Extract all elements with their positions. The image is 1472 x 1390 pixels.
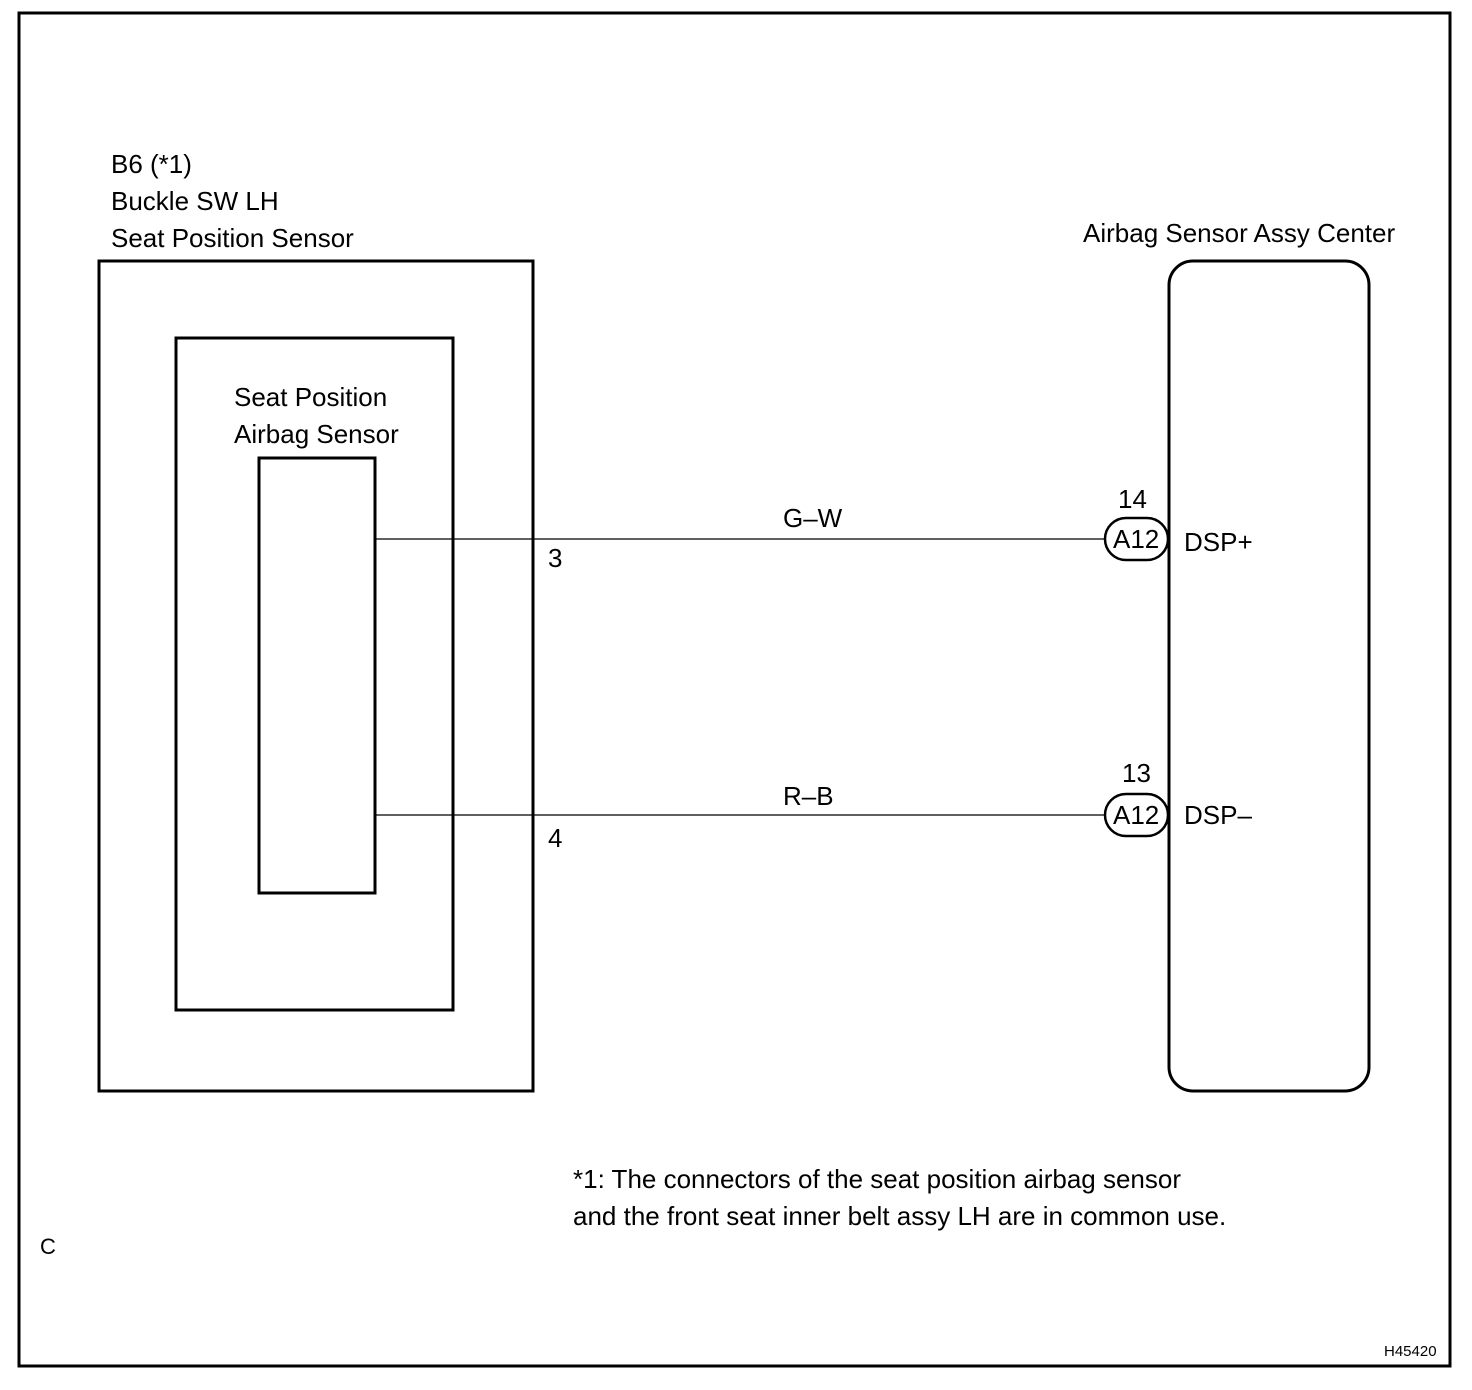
airbag-sensor-assy-center-box [1167, 259, 1371, 1093]
corner-letter: C [40, 1234, 56, 1259]
wire-1-terminal: DSP+ [1184, 527, 1253, 557]
seat-position-sensor-box [174, 336, 455, 1012]
wire-2-left-pin: 4 [548, 823, 562, 853]
inner-label-line1: Seat Position [234, 382, 387, 412]
wire-2-terminal: DSP– [1184, 800, 1252, 830]
diagram-frame [17, 11, 1452, 1368]
left-connector-ref: B6 (*1) [111, 149, 192, 179]
wire-1-connector-outline [1103, 516, 1170, 562]
wire-1: G–W 3 14 A12 DSP+ [375, 484, 1253, 573]
right-component-name: Airbag Sensor Assy Center [1083, 218, 1395, 248]
left-component-name-line1: Buckle SW LH [111, 186, 279, 216]
wire-2-connector-label: A12 [1113, 800, 1159, 830]
wire-1-right-pin: 14 [1118, 484, 1147, 514]
wire-2-right-pin: 13 [1122, 758, 1151, 788]
wire-1-left-pin: 3 [548, 543, 562, 573]
footnote-line1: *1: The connectors of the seat position … [573, 1164, 1181, 1194]
airbag-sensor-element [257, 456, 377, 895]
inner-label-line2: Airbag Sensor [234, 419, 399, 449]
wire-2-color: R–B [783, 781, 834, 811]
wire-1-connector-label: A12 [1113, 524, 1159, 554]
wire-1-color: G–W [783, 503, 843, 533]
footnote-line2: and the front seat inner belt assy LH ar… [573, 1201, 1226, 1231]
wire-2-connector-outline [1103, 792, 1170, 838]
figure-code: H45420 [1384, 1343, 1437, 1360]
left-component-name-line2: Seat Position Sensor [111, 223, 354, 253]
wire-2: R–B 4 13 A12 DSP– [375, 758, 1252, 853]
buckle-switch-box [97, 259, 535, 1093]
